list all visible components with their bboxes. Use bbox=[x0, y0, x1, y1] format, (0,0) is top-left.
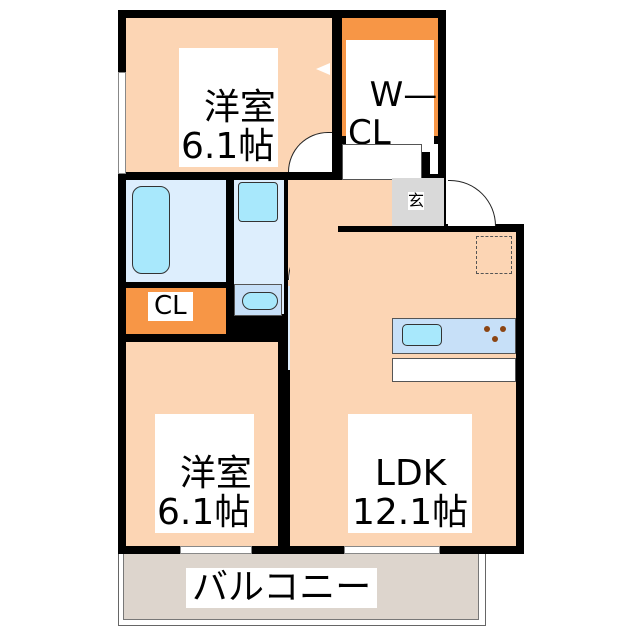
ldk-top bbox=[342, 232, 516, 252]
wic-label: W—CL bbox=[346, 40, 437, 153]
front-door[interactable] bbox=[448, 180, 496, 226]
burner bbox=[500, 326, 506, 332]
hallway bbox=[288, 180, 392, 226]
room-name: 洋室 bbox=[203, 86, 276, 128]
entrance-label: 玄 bbox=[408, 191, 425, 210]
room-size: 12.1帖 bbox=[352, 492, 469, 534]
closet-label: CL bbox=[148, 292, 193, 321]
room-size: 6.1帖 bbox=[181, 126, 275, 168]
balcony-window-1[interactable] bbox=[180, 546, 252, 554]
shoe-storage bbox=[342, 144, 422, 180]
balcony-window-2[interactable] bbox=[344, 546, 440, 554]
wic-name: W— bbox=[369, 75, 438, 116]
kitchen-sink bbox=[402, 324, 442, 346]
sink bbox=[242, 292, 278, 310]
window-left-1 bbox=[118, 72, 126, 174]
shoe-storage-slot bbox=[430, 144, 438, 174]
burner bbox=[484, 326, 490, 332]
room-name: LDK bbox=[374, 452, 447, 494]
closet-door-triangle bbox=[316, 63, 330, 75]
washing-machine bbox=[238, 182, 278, 222]
balcony-label: バルコニー bbox=[186, 568, 378, 608]
bathtub bbox=[132, 186, 170, 274]
kitchen-back-counter bbox=[392, 358, 516, 382]
ventilation-marker bbox=[476, 236, 512, 274]
room-name: 洋室 bbox=[179, 452, 252, 494]
room-size: 6.1帖 bbox=[157, 492, 251, 534]
burner bbox=[492, 336, 498, 342]
stove-burners bbox=[484, 326, 508, 346]
